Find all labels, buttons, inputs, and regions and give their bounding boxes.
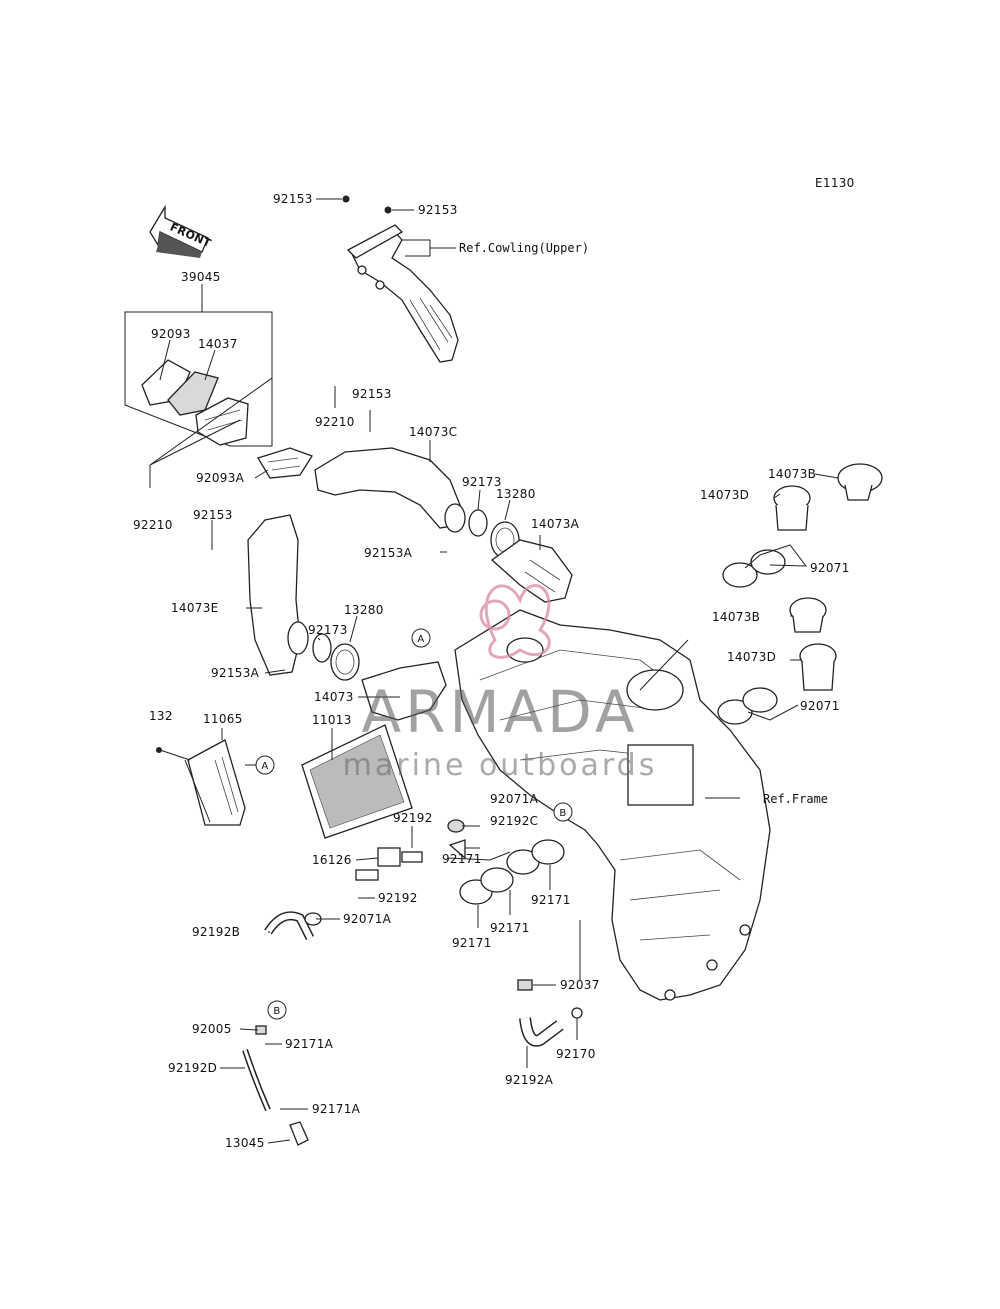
part-label: 92171	[490, 921, 530, 935]
cap-92071A-a	[447, 819, 465, 833]
part-label: 92173	[308, 623, 348, 637]
svg-text:A: A	[261, 761, 268, 772]
part-label: 14073D	[727, 650, 776, 664]
part-label: 92192B	[192, 925, 240, 939]
part-label: 132	[149, 709, 173, 723]
part-label: 92192C	[490, 814, 538, 828]
duct-14073	[361, 661, 447, 721]
part-label: 11013	[312, 713, 352, 727]
part-label: 92171	[452, 936, 492, 950]
clip-92037	[517, 979, 533, 991]
part-label: 92153A	[364, 546, 413, 560]
part-labels: 92153 92153 39045 92093 14037 92210 9215…	[133, 192, 850, 1150]
watermark-tagline: marine outboards	[343, 748, 658, 783]
hose-92192C	[448, 839, 466, 860]
duct-39045-group	[124, 311, 273, 447]
part-label: 92071	[810, 561, 850, 575]
part-label: 13045	[225, 1136, 265, 1150]
part-label: 92153	[352, 387, 392, 401]
watermark-logo-icon	[479, 584, 551, 659]
part-label: 13280	[496, 487, 536, 501]
part-label: 92192A	[505, 1073, 554, 1087]
funnel-14073B-b	[789, 597, 827, 633]
hose-92192D	[242, 1049, 271, 1112]
part-label: 92171	[442, 852, 482, 866]
clamp-92173-b	[312, 633, 332, 663]
valve-16126	[355, 847, 423, 881]
hose-92192B	[264, 911, 315, 941]
duct-92093A	[257, 447, 313, 479]
part-label: 92153	[418, 203, 458, 217]
part-label: 14073B	[712, 610, 760, 624]
part-label: 92192	[393, 811, 433, 825]
screw-132	[156, 747, 162, 753]
filter-element-11013	[301, 724, 413, 839]
duct-14073C	[314, 447, 466, 533]
part-label: 92005	[192, 1022, 232, 1036]
svg-text:A: A	[417, 634, 424, 645]
hose-92192A	[519, 1017, 564, 1047]
part-label: 39045	[181, 270, 221, 284]
part-label: 92171	[531, 893, 571, 907]
cap-13045	[289, 1121, 309, 1146]
clamp-92170	[571, 1007, 583, 1019]
part-label: 14037	[198, 337, 238, 351]
part-label: 14073	[314, 690, 354, 704]
bolt-92153-b	[384, 206, 392, 214]
part-label: 14073E	[171, 601, 219, 615]
funnel-14073B-a	[837, 463, 883, 501]
part-label: 13280	[344, 603, 384, 617]
filter-11065	[187, 739, 246, 826]
funnel-14073D-a	[773, 485, 811, 531]
callout-b-frame: B	[553, 802, 573, 822]
watermark-brand: ARMADA	[361, 678, 638, 746]
part-label: 92093	[151, 327, 191, 341]
part-label: 92210	[133, 518, 173, 532]
leader-lines	[149, 198, 839, 1144]
part-label: 92071A	[490, 792, 539, 806]
part-label: 92192	[378, 891, 418, 905]
part-label: 92171A	[285, 1037, 334, 1051]
part-label: 92071	[800, 699, 840, 713]
part-label: 92173	[462, 475, 502, 489]
part-label: 92037	[560, 978, 600, 992]
diagram-code: E1130	[815, 176, 855, 190]
ref-frame: Ref.Frame	[763, 792, 828, 806]
ring-92071-b	[717, 687, 778, 725]
part-label: 14073A	[531, 517, 580, 531]
part-label: 92171A	[312, 1102, 361, 1116]
svg-text:B: B	[559, 808, 566, 819]
part-label: 11065	[203, 712, 243, 726]
ring-92071-a	[722, 549, 786, 588]
part-label: 92192D	[168, 1061, 217, 1075]
part-label: 92210	[315, 415, 355, 429]
part-label: 14073C	[409, 425, 457, 439]
part-label: 14073D	[700, 488, 749, 502]
bolt-92153-a	[342, 195, 350, 203]
clamp-92173-a	[468, 509, 488, 537]
gasket-13280-b	[330, 643, 360, 681]
funnel-14073D-b	[799, 643, 837, 691]
cowling-stay	[346, 224, 459, 363]
airbox-frame	[454, 609, 771, 1001]
svg-text:B: B	[273, 1006, 280, 1017]
watermark: ARMADA marine outboards	[343, 584, 658, 783]
part-label: 16126	[312, 853, 352, 867]
callout-a-filter: A	[255, 755, 275, 775]
callout-a-top: A	[411, 628, 431, 648]
part-label: 92153A	[211, 666, 260, 680]
part-label: 92093A	[196, 471, 245, 485]
callout-b-hose: B	[267, 1000, 287, 1020]
part-label: 92071A	[343, 912, 392, 926]
part-label: 92170	[556, 1047, 596, 1061]
duct-14073E	[247, 514, 309, 676]
part-label: 92153	[193, 508, 233, 522]
clamps-92171	[459, 839, 565, 905]
front-arrow: FRONT	[149, 204, 213, 258]
part-label: 14073B	[768, 467, 816, 481]
duct-14073A	[490, 539, 573, 603]
part-label: 92153	[273, 192, 313, 206]
ref-cowling: Ref.Cowling(Upper)	[459, 241, 589, 255]
